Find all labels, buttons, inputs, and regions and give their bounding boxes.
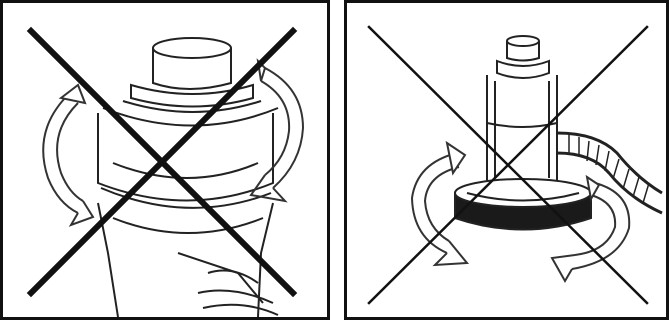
rotation-arrow-right — [251, 61, 303, 201]
prohibited-x-icon — [31, 31, 293, 293]
illustration-left — [3, 3, 327, 317]
warning-panel-right — [344, 0, 669, 320]
warning-panel-left — [0, 0, 330, 320]
illustration-right — [347, 3, 666, 317]
fitting-drawing — [455, 36, 662, 230]
fitting-drawing — [98, 38, 278, 317]
rotation-arrow-left — [43, 85, 93, 225]
prohibited-x-icon — [369, 27, 647, 303]
